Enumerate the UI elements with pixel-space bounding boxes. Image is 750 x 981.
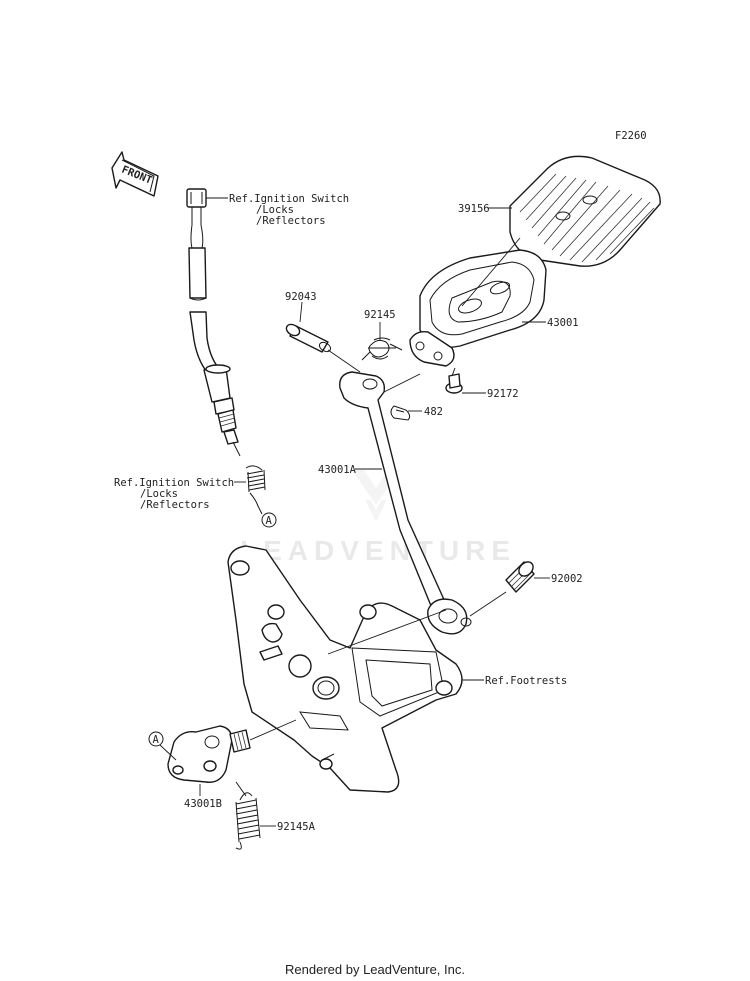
front-direction-arrow-icon: FRONT xyxy=(111,151,159,197)
svg-text:Ref.Ignition Switch: Ref.Ignition Switch xyxy=(229,193,349,205)
spring-92145A xyxy=(235,781,261,850)
label-ref-footrests: Ref.Footrests xyxy=(485,675,567,687)
bolt-92002 xyxy=(469,561,535,617)
footrest-bracket xyxy=(227,545,463,793)
figure-code: F2260 xyxy=(615,130,647,142)
label-43001A: 43001A xyxy=(318,464,357,476)
ref-ignition-switch-middle: Ref.Ignition Switch /Locks /Reflectors xyxy=(114,477,246,511)
pedal-arm-43001A xyxy=(339,371,472,635)
label-92043: 92043 xyxy=(285,291,317,303)
label-92145: 92145 xyxy=(364,309,396,321)
brake-light-switch-wiring xyxy=(186,188,241,457)
label-482: 482 xyxy=(424,406,443,418)
footboard-pad-39156 xyxy=(509,155,661,267)
part-labels: 39156 92043 92145 43001 92172 482 43001A… xyxy=(184,203,583,833)
ref-ignition-switch-top: Ref.Ignition Switch /Locks /Reflectors xyxy=(206,193,349,227)
svg-text:/Reflectors: /Reflectors xyxy=(140,499,210,511)
label-39156: 39156 xyxy=(458,203,490,215)
label-92002: 92002 xyxy=(551,573,583,585)
pivot-pin-92043 xyxy=(285,323,361,373)
pedal-base-43001 xyxy=(409,237,547,367)
label-92145A: 92145A xyxy=(277,821,316,833)
svg-text:A: A xyxy=(266,515,273,527)
svg-text:/Locks: /Locks xyxy=(140,488,178,500)
callout-a-upper: A xyxy=(261,512,277,528)
label-92172: 92172 xyxy=(487,388,519,400)
callout-a-lower: A xyxy=(148,731,177,761)
label-43001: 43001 xyxy=(547,317,579,329)
svg-text:Ref.Ignition Switch: Ref.Ignition Switch xyxy=(114,477,234,489)
watermark-text: LEADVENTURE xyxy=(240,535,516,566)
torsion-spring-92145 xyxy=(361,337,403,361)
clip-482 xyxy=(390,405,411,421)
svg-text:/Reflectors: /Reflectors xyxy=(256,215,326,227)
label-43001B: 43001B xyxy=(184,798,222,810)
svg-text:A: A xyxy=(153,734,160,746)
svg-text:/Locks: /Locks xyxy=(256,204,294,216)
bolt-92172 xyxy=(445,367,463,394)
switch-bracket-43001B xyxy=(167,719,297,783)
footer-credit: Rendered by LeadVenture, Inc. xyxy=(285,962,465,977)
switch-spring-icon xyxy=(245,465,266,515)
